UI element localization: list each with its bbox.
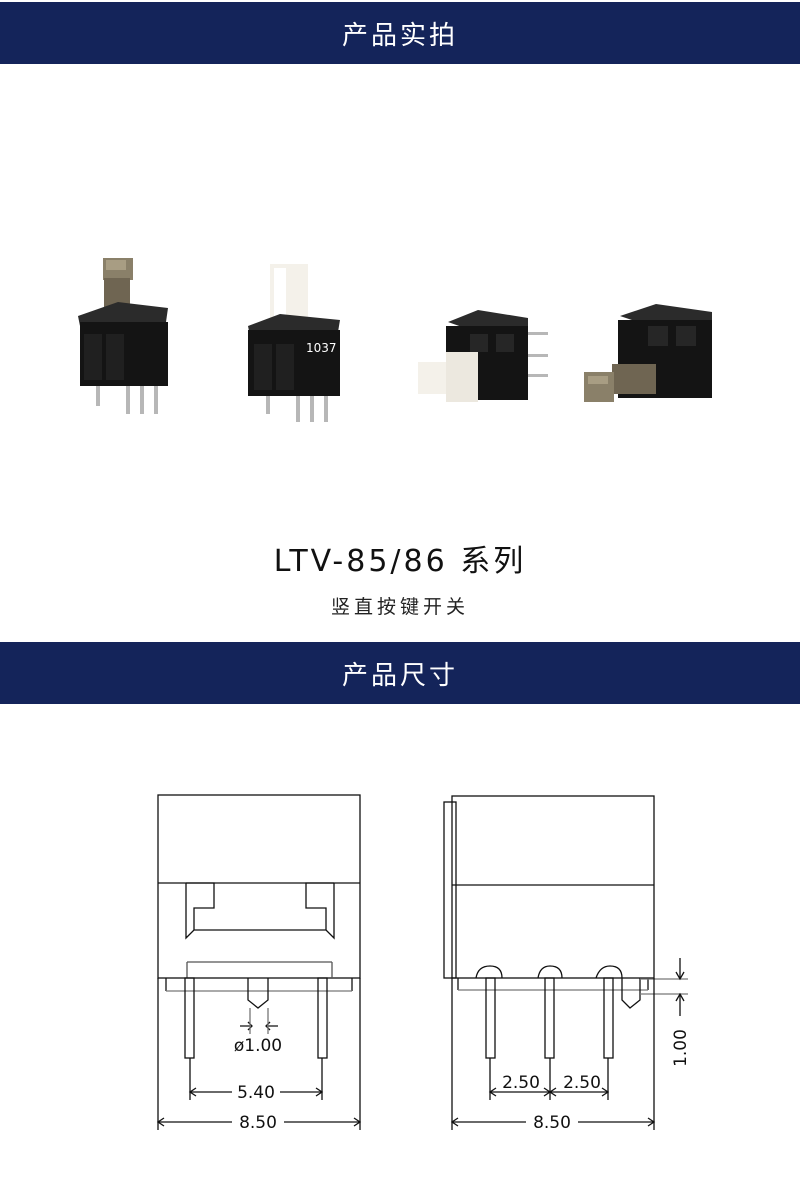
dimensions-section-title: 产品尺寸 (341, 660, 458, 691)
product-photos: 1037 (78, 258, 712, 422)
switch-photo-horizontal-white (418, 310, 548, 402)
side-view (443, 795, 688, 1130)
photos-section-header: 产品实拍 (0, 2, 800, 64)
pitch-right-label: 2.50 (563, 1073, 601, 1093)
switch-photo-vertical-dark (78, 258, 168, 414)
series-subtitle: 竖直按键开关 (330, 596, 469, 618)
side-width-label: 8.50 (533, 1113, 571, 1133)
dimension-drawing: ø1.00 5.40 8.50 2.50 2.50 8.50 1.00 (156, 794, 691, 1133)
pin-span-label: 5.40 (237, 1083, 275, 1103)
front-view (156, 794, 362, 1130)
front-width-label: 8.50 (239, 1113, 277, 1133)
part-marking: 1037 (306, 341, 337, 355)
switch-photo-vertical-white: 1037 (248, 264, 340, 422)
series-title: LTV-85/86 系列 (273, 544, 527, 579)
pitch-left-label: 2.50 (502, 1073, 540, 1093)
switch-photo-horizontal-dark (584, 304, 712, 402)
photos-section-title: 产品实拍 (341, 20, 458, 51)
pin-diameter-label: ø1.00 (234, 1036, 282, 1056)
dimensions-section-header: 产品尺寸 (0, 642, 800, 704)
offset-height-label: 1.00 (671, 1029, 691, 1067)
